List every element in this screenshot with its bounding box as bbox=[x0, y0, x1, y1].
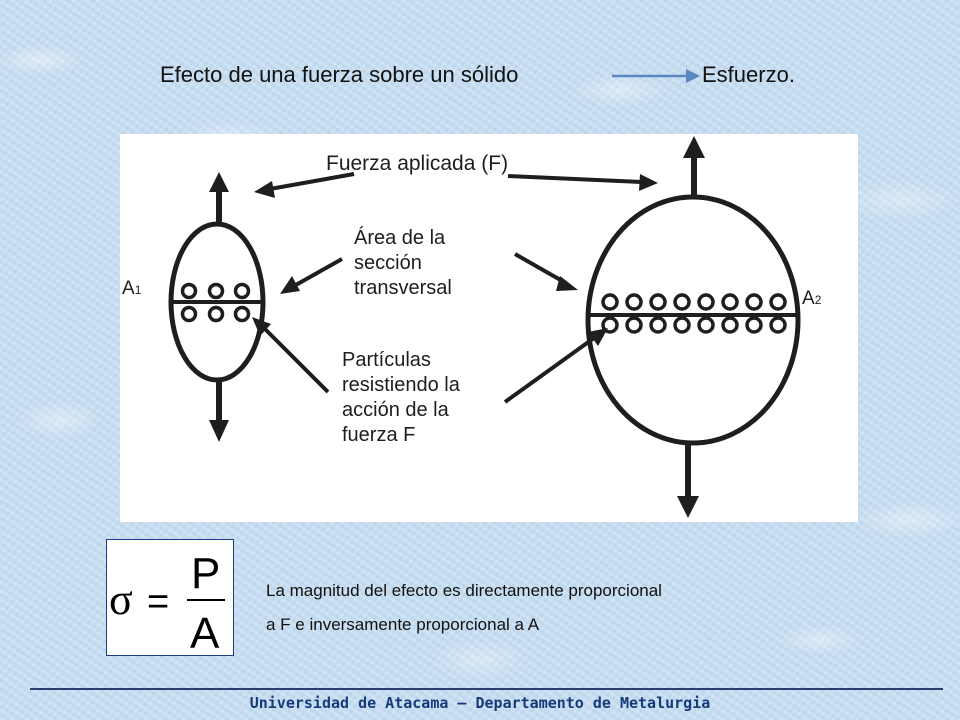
label-a1: A1 bbox=[122, 278, 142, 299]
right-arrow-icon bbox=[612, 69, 700, 83]
label-cross-section-area: Área de la sección transversal bbox=[354, 226, 452, 299]
heading-text: Efecto de una fuerza sobre un sólido bbox=[160, 62, 519, 87]
label-a2: A2 bbox=[802, 288, 822, 309]
formula-denominator: A bbox=[190, 609, 220, 655]
label-area-line-2: sección bbox=[354, 252, 422, 274]
label-particles-line-1: Partículas bbox=[342, 349, 431, 371]
slide-heading: Efecto de una fuerza sobre un sólido Esf… bbox=[160, 58, 840, 94]
label-applied-force: Fuerza aplicada (F) bbox=[326, 152, 508, 175]
stress-formula: σ = P A bbox=[106, 539, 234, 658]
label-particles-line-4: fuerza F bbox=[342, 424, 415, 446]
description: La magnitud del efecto es directamente p… bbox=[266, 574, 866, 642]
label-particles: Partículas resistiendo la acción de la f… bbox=[342, 349, 461, 446]
label-area-line-1: Área de la bbox=[354, 226, 446, 249]
stress-formula-svg: σ = P A bbox=[109, 549, 225, 658]
large-body bbox=[585, 136, 801, 518]
formula-equals: = bbox=[147, 581, 169, 623]
label-particles-line-3: acción de la bbox=[342, 399, 450, 421]
footer-text: Universidad de Atacama – Departamento de… bbox=[249, 694, 711, 712]
formula-sigma: σ bbox=[109, 575, 133, 624]
description-line-1: La magnitud del efecto es directamente p… bbox=[266, 581, 662, 600]
description-line-2: a F e inversamente proporcional a A bbox=[266, 615, 540, 634]
footer-divider bbox=[30, 688, 943, 690]
large-body-particles bbox=[601, 293, 787, 334]
small-body bbox=[168, 172, 266, 442]
formula-numerator: P bbox=[191, 549, 220, 598]
heading-result-text: Esfuerzo. bbox=[702, 62, 795, 87]
pointer-arrows bbox=[252, 172, 658, 404]
label-particles-line-2: resistiendo la bbox=[342, 374, 461, 396]
small-body-particles bbox=[180, 282, 251, 323]
label-area-line-3: transversal bbox=[354, 277, 452, 299]
stress-diagram-svg: Fuerza aplicada (F) Área de la sección t… bbox=[122, 136, 822, 518]
stress-diagram: Fuerza aplicada (F) Área de la sección t… bbox=[120, 134, 858, 522]
